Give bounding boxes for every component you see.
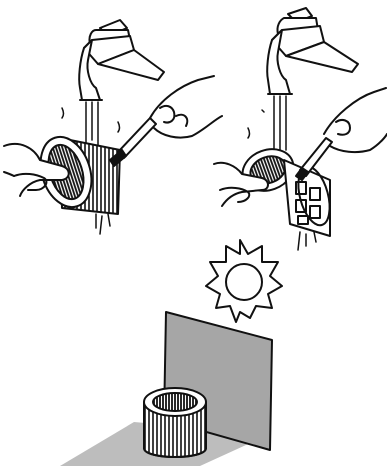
left-hand-lower [3, 142, 70, 197]
right-hand-upper [323, 87, 387, 154]
drying-scene [60, 311, 273, 466]
right-scene [213, 7, 387, 251]
left-tap [78, 19, 165, 101]
right-tap [266, 7, 359, 95]
right-water-stream [247, 95, 287, 151]
left-hand-upper [149, 75, 223, 139]
sun-icon [205, 239, 283, 323]
right-hand-lower [213, 161, 269, 207]
left-brush [109, 117, 157, 167]
left-scene [3, 19, 223, 235]
drying-filter [143, 387, 207, 458]
left-water-stream [61, 101, 121, 146]
left-filter [39, 135, 121, 235]
right-brush [295, 137, 333, 181]
